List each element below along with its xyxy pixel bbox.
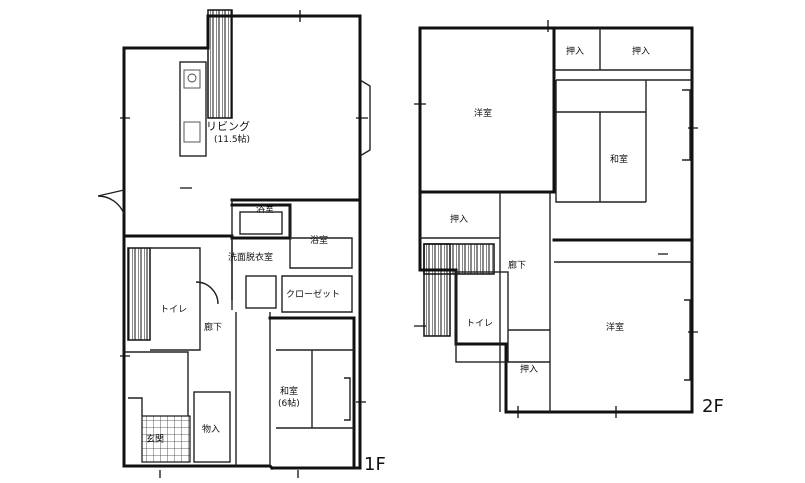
toilet-2f xyxy=(455,271,509,363)
closet-c-label: 押入 xyxy=(450,213,468,225)
bay-window xyxy=(359,79,371,157)
washbasin xyxy=(245,275,277,309)
storage-label-1f: 物入 xyxy=(202,423,220,435)
living-door-swing xyxy=(97,189,125,215)
hall-label-1f: 廊下 xyxy=(204,321,222,333)
living-bottom-wall xyxy=(122,198,362,238)
closet-a-label: 押入 xyxy=(566,45,584,57)
bath-label: 浴室 xyxy=(256,203,274,215)
floor-1-stair xyxy=(127,247,151,341)
floor-2-label: 2F xyxy=(702,396,724,417)
floor-1-plan xyxy=(97,9,371,478)
floor-1-label: 1F xyxy=(364,454,386,475)
closet-d-label: 押入 xyxy=(520,363,538,375)
entrance-tiles xyxy=(141,415,191,463)
japanese-size-label-1f: (6帖) xyxy=(278,397,300,409)
western-2-label: 洋室 xyxy=(606,321,624,333)
bathtub xyxy=(239,211,283,235)
storage-1f xyxy=(193,391,231,463)
closet-b-label: 押入 xyxy=(632,45,650,57)
floor-1-top-stair xyxy=(207,9,233,119)
dressing-label: 洗面脱衣室 xyxy=(228,251,273,263)
living-label: リビング xyxy=(206,119,250,133)
japanese-label-2f: 和室 xyxy=(610,153,628,165)
japanese-label-1f: 和室 xyxy=(280,385,298,397)
sink-icon xyxy=(183,121,201,143)
toilet-label-1f: トイレ xyxy=(160,305,187,315)
toilet-label-2f: トイレ xyxy=(466,319,493,329)
entrance-label: 玄関 xyxy=(146,433,164,445)
floor-2-plan xyxy=(414,20,698,418)
living-size-label: (11.5帖) xyxy=(214,133,250,145)
bath-label-2: 浴室 xyxy=(310,234,328,246)
hall-label-2f: 廊下 xyxy=(508,259,526,271)
stove-icon xyxy=(183,69,201,89)
closet-label-1f: クローゼット xyxy=(286,288,340,300)
western-1-label: 洋室 xyxy=(474,107,492,119)
kitchen-counter xyxy=(179,61,207,157)
